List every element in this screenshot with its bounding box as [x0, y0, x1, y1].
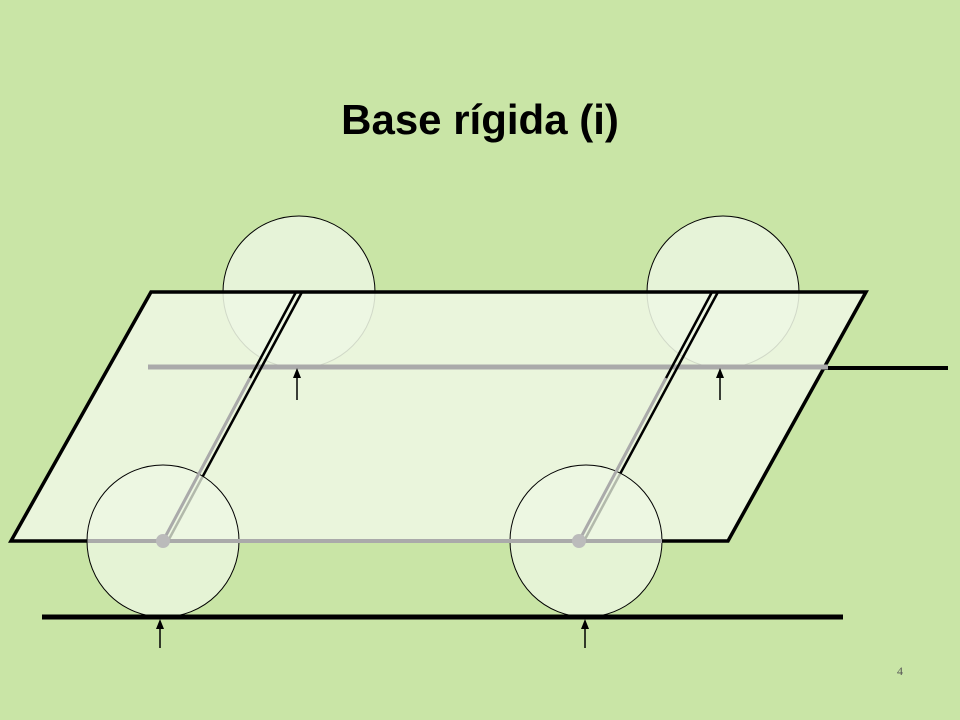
rear-left-force-arrow	[293, 368, 301, 400]
front-left-hub	[156, 534, 170, 548]
front-right-hub	[572, 534, 586, 548]
page-number: 4	[897, 664, 903, 678]
slide-title: Base rígida (i)	[341, 96, 619, 143]
front-right-force-arrow	[581, 619, 589, 648]
right-beam-shadow	[577, 377, 668, 542]
rigid-platform	[8, 290, 869, 543]
rear-right-force-arrow	[716, 368, 724, 400]
left-beam-shadow	[161, 377, 252, 542]
front-left-force-arrow	[156, 619, 164, 648]
